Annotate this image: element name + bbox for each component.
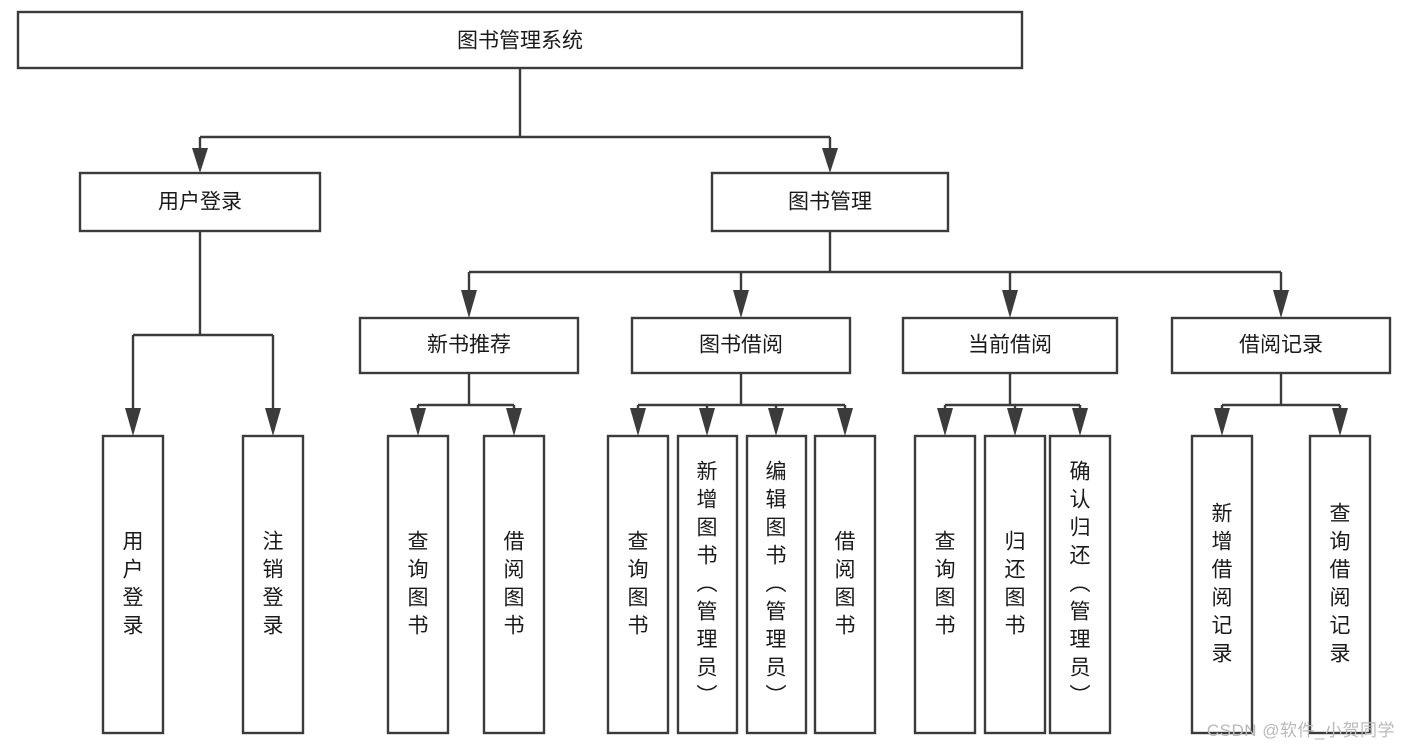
book-manage-node-label: 图书管理 <box>788 191 872 214</box>
leaf-return-book-label: 归还图书 <box>1005 531 1026 638</box>
leaf-user-login-box[interactable] <box>101 434 165 735</box>
leaf-node-edit-book-admin[interactable]: 编辑图书︵管理员︶ <box>745 434 808 735</box>
root-node-label: 图书管理系统 <box>457 30 583 53</box>
leaf-query-book-cur-box[interactable] <box>913 434 977 735</box>
leaf-node-borrow-book[interactable]: 借阅图书 <box>813 434 877 735</box>
book-borrow-node-box[interactable] <box>630 316 852 375</box>
node-book-manage[interactable]: 图书管理 <box>710 171 950 233</box>
leaf-borrow-book-rec-label: 借阅图书 <box>504 531 525 638</box>
csdn-watermark: CSDN @软件_小贺同学 <box>1206 721 1395 740</box>
arrow-to-leaf-borrow-book-rec <box>506 408 522 436</box>
leaf-query-book-cur-label: 查询图书 <box>935 531 956 638</box>
leaf-edit-book-admin-box[interactable] <box>745 434 808 735</box>
leaf-add-book-admin-label: 新增图书︵管理员︶ <box>697 461 718 708</box>
leaf-user-login-label: 用户登录 <box>123 531 144 638</box>
arrow-to-leaf-query-book-cur <box>937 408 953 436</box>
arrow-to-leaf-borrow-book <box>837 408 853 436</box>
leaf-node-add-borrow-record[interactable]: 新增借阅记录 <box>1190 434 1254 735</box>
leaf-node-query-book-borrow[interactable]: 查询图书 <box>606 434 670 735</box>
leaf-confirm-return-admin-label: 确认归还︵管理员︶ <box>1070 461 1091 708</box>
leaf-node-confirm-return-admin[interactable]: 确认归还︵管理员︶ <box>1048 434 1112 735</box>
arrow-to-book-manage <box>822 148 838 173</box>
leaf-return-book-box[interactable] <box>983 434 1047 735</box>
arrow-to-leaf-add-book-admin <box>699 408 715 436</box>
arrow-to-leaf-add-borrow-record <box>1214 408 1230 436</box>
leaf-node-add-book-admin[interactable]: 新增图书︵管理员︶ <box>676 434 739 735</box>
new-book-recommend-node-label: 新书推荐 <box>427 334 511 357</box>
arrow-to-current-borrow <box>1002 290 1018 318</box>
node-root-system[interactable]: 图书管理系统 <box>16 10 1024 70</box>
node-user-login[interactable]: 用户登录 <box>78 171 322 233</box>
leaf-logout-box[interactable] <box>241 434 305 735</box>
user-login-node-box[interactable] <box>78 171 322 233</box>
arrow-to-leaf-user-login <box>125 408 141 436</box>
book-borrow-node-label: 图书借阅 <box>699 334 783 357</box>
leaf-query-book-borrow-label: 查询图书 <box>628 531 649 638</box>
node-new-book-recommend[interactable]: 新书推荐 <box>358 316 580 375</box>
arrow-to-user-login <box>192 148 208 173</box>
leaf-borrow-book-label: 借阅图书 <box>835 531 856 638</box>
leaf-node-query-book-rec[interactable]: 查询图书 <box>386 434 450 735</box>
book-manage-node-box[interactable] <box>710 171 950 233</box>
leaf-edit-book-admin-label: 编辑图书︵管理员︶ <box>766 461 787 708</box>
leaf-node-borrow-book-rec[interactable]: 借阅图书 <box>482 434 546 735</box>
current-borrow-node-label: 当前借阅 <box>968 334 1052 357</box>
arrow-to-leaf-confirm-return-admin <box>1072 408 1088 436</box>
arrow-to-leaf-logout <box>265 408 281 436</box>
leaf-borrow-book-box[interactable] <box>813 434 877 735</box>
node-current-borrow[interactable]: 当前借阅 <box>901 316 1119 375</box>
arrow-to-leaf-query-book-rec <box>410 408 426 436</box>
leaf-node-user-login[interactable]: 用户登录 <box>101 434 165 735</box>
arrow-to-borrow-record <box>1273 290 1289 318</box>
leaf-node-query-book-cur[interactable]: 查询图书 <box>913 434 977 735</box>
current-borrow-node-box[interactable] <box>901 316 1119 375</box>
leaf-add-borrow-record-label: 新增借阅记录 <box>1212 503 1233 666</box>
leaf-query-borrow-record-label: 查询借阅记录 <box>1330 503 1351 666</box>
borrow-record-node-label: 借阅记录 <box>1239 334 1323 357</box>
leaf-logout-label: 注销登录 <box>263 531 284 638</box>
leaf-query-book-rec-label: 查询图书 <box>408 531 429 638</box>
new-book-recommend-node-box[interactable] <box>358 316 580 375</box>
arrow-to-book-borrow <box>733 290 749 318</box>
leaf-node-return-book[interactable]: 归还图书 <box>983 434 1047 735</box>
leaf-add-book-admin-box[interactable] <box>676 434 739 735</box>
leaf-query-book-rec-box[interactable] <box>386 434 450 735</box>
arrow-to-leaf-edit-book-admin <box>768 408 784 436</box>
arrow-to-leaf-query-book-borrow <box>630 408 646 436</box>
node-book-borrow[interactable]: 图书借阅 <box>630 316 852 375</box>
user-login-node-label: 用户登录 <box>158 191 242 214</box>
root-node-box[interactable] <box>16 10 1024 70</box>
leaf-query-borrow-record-box[interactable] <box>1308 434 1372 735</box>
leaf-borrow-book-rec-box[interactable] <box>482 434 546 735</box>
node-borrow-record[interactable]: 借阅记录 <box>1170 316 1392 375</box>
leaf-node-logout[interactable]: 注销登录 <box>241 434 305 735</box>
arrow-to-new-book-recommend <box>461 290 477 318</box>
arrow-to-leaf-return-book <box>1007 408 1023 436</box>
borrow-record-node-box[interactable] <box>1170 316 1392 375</box>
connector-layer <box>125 68 1348 436</box>
leaf-add-borrow-record-box[interactable] <box>1190 434 1254 735</box>
arrow-to-leaf-query-borrow-record <box>1332 408 1348 436</box>
leaf-confirm-return-admin-box[interactable] <box>1048 434 1112 735</box>
leaf-query-book-borrow-box[interactable] <box>606 434 670 735</box>
leaf-node-query-borrow-record[interactable]: 查询借阅记录 <box>1308 434 1372 735</box>
